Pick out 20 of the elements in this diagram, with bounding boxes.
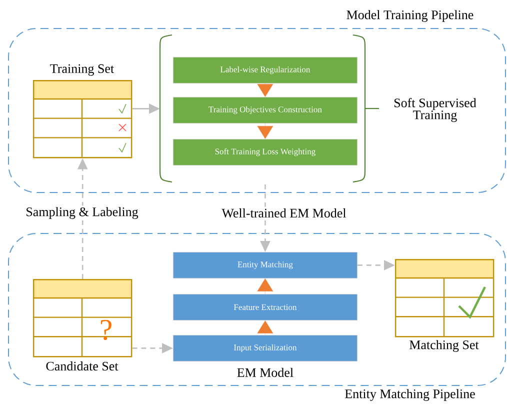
- model-step-box: Entity Matching: [173, 252, 358, 278]
- model-label: EM Model: [237, 368, 294, 377]
- arrow: [257, 320, 274, 336]
- pipeline-title: Model Training Pipeline: [344, 8, 476, 24]
- edge-label: Well-trained EM Model: [220, 206, 348, 220]
- training-step-box: Soft Training Loss Weighting: [173, 139, 358, 166]
- arrow: [257, 123, 274, 139]
- training-step-box: Label-wise Regularization: [173, 57, 358, 84]
- edge-label: Sampling & Labeling: [24, 206, 140, 220]
- pipeline-title: Entity Matching Pipeline: [343, 388, 477, 402]
- arrow: [257, 278, 274, 294]
- training-step-box: Training Objectives Construction: [173, 97, 358, 124]
- model-step-box: Input Serialization: [173, 335, 358, 362]
- bracket-label: Soft Supervised Training: [394, 98, 476, 122]
- question-mark: ?: [100, 320, 112, 340]
- arrow: [257, 83, 274, 97]
- table-title: Matching Set: [410, 340, 479, 352]
- table-title: Candidate Set: [46, 361, 118, 371]
- table-title: Training Set: [50, 64, 114, 76]
- model-step-box: Feature Extraction: [173, 294, 358, 320]
